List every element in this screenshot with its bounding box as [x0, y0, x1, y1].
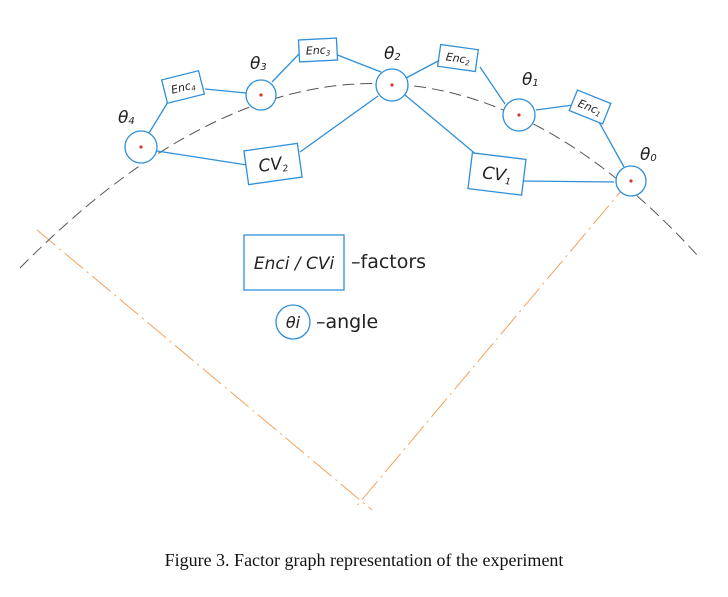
node-theta2-center [390, 83, 394, 87]
factor-cv2: CV2 [243, 142, 303, 186]
label-theta3: θ3 [250, 54, 267, 74]
factor-cv1-box [467, 152, 527, 196]
legend-factor-label: –factors [351, 251, 426, 273]
factor-enc2-box [436, 43, 480, 73]
edge-enc3-theta3 [271, 52, 301, 83]
edge-enc2-theta2 [405, 59, 441, 79]
radius-line-right [354, 177, 633, 509]
legend: Enci / CVi –factors θi –angle [243, 234, 426, 340]
node-theta4-center [139, 145, 143, 149]
factor-enc1-box [568, 89, 612, 125]
edge-cv1-theta0 [521, 180, 615, 183]
edges [148, 52, 625, 183]
node-theta3-center [259, 93, 263, 97]
legend-factor-symbol: Enci / CVi [254, 254, 335, 274]
edge-enc1-theta1 [535, 104, 574, 111]
edge-cv2-theta4 [156, 150, 248, 166]
edge-enc4-theta4 [148, 101, 169, 134]
label-theta2: θ2 [384, 44, 401, 64]
label-theta4: θ4 [118, 108, 135, 128]
edge-theta2-cv2 [299, 95, 379, 153]
label-theta1: θ1 [522, 70, 539, 90]
factor-enc2-label: Enc2 [445, 50, 472, 67]
factor-enc2: Enc2 [436, 43, 480, 73]
factor-cv1: CV1 [467, 152, 527, 196]
legend-angle-circle [275, 304, 311, 340]
edge-theta2-cv1 [404, 94, 479, 157]
node-labels: θ0 θ1 θ2 θ3 θ4 [118, 44, 657, 165]
factor-enc1: Enc1 [568, 89, 612, 125]
factor-enc4: Enc4 [160, 69, 206, 105]
legend-angle-symbol: θi [286, 313, 301, 332]
factor-enc3: Enc3 [297, 37, 339, 63]
edge-theta0-enc1 [598, 121, 625, 168]
legend-factor-box [243, 234, 345, 291]
factor-enc4-box [160, 69, 206, 105]
factor-cv2-box [243, 142, 303, 186]
edge-theta2-enc3 [334, 53, 382, 73]
edge-theta3-enc4 [204, 88, 247, 94]
node-theta1-center [517, 113, 521, 117]
factor-cv1-label: CV1 [481, 163, 513, 187]
factor-cv2-label: CV2 [257, 153, 289, 178]
legend-angle-label: –angle [316, 311, 378, 333]
edge-theta1-enc2 [479, 66, 506, 105]
node-theta0-center [629, 179, 633, 183]
variable-nodes [124, 68, 647, 197]
radius-line-left [36, 229, 373, 511]
trajectory-arc [19, 83, 699, 269]
factor-enc3-label: Enc3 [305, 43, 330, 58]
label-theta0: θ0 [640, 145, 657, 165]
factor-enc4-label: Enc4 [170, 78, 197, 97]
figure-caption: Figure 3. Factor graph representation of… [164, 550, 564, 570]
factor-enc3-box [297, 37, 339, 63]
